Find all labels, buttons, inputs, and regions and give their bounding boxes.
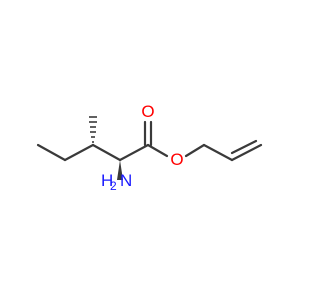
bond-ch2-beta-carbon xyxy=(63,143,95,162)
bond-ester-oxygen-ch2 xyxy=(184,143,206,158)
bond-alpha-carbonyl-carbon xyxy=(118,143,150,162)
bond-ch2-vinyl-carbon xyxy=(202,143,234,162)
carbonyl-oxygen-label: O xyxy=(141,102,154,121)
amino-nitrogen-label: N xyxy=(120,171,132,190)
amino-hydrogen-label: H xyxy=(101,171,113,190)
bond-methyl-ch2 xyxy=(36,143,67,162)
wedge-bond-amino xyxy=(117,160,123,180)
chemical-structure-diagram: O O H 2 N xyxy=(36,102,263,193)
hashed-wedge-methyl xyxy=(89,116,97,143)
double-bond-vinyl-b xyxy=(230,139,258,155)
amino-hydrogen-subscript: 2 xyxy=(110,179,117,193)
double-bond-vinyl-a xyxy=(230,143,263,162)
molecule-canvas: O O H 2 N xyxy=(36,102,263,193)
ester-oxygen-label: O xyxy=(170,150,183,169)
bond-carbonyl-ester-oxygen xyxy=(146,143,169,158)
bond-beta-alpha-carbon xyxy=(91,143,122,162)
